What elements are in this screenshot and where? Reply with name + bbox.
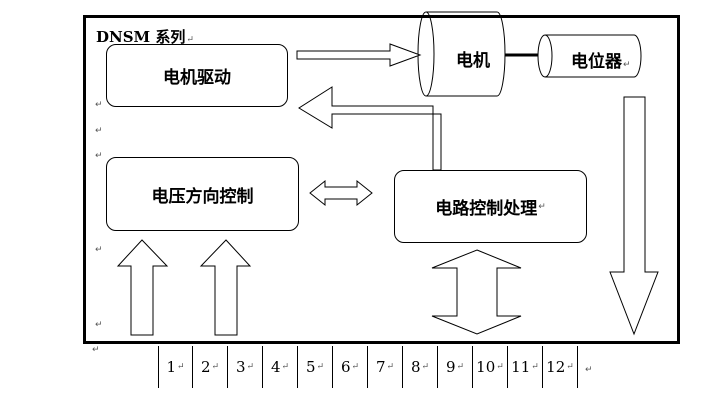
up-arrow-1	[116, 239, 169, 336]
paragraph-mark: ↵	[351, 362, 360, 372]
paragraph-mark: ↵	[95, 151, 103, 161]
pin-number: 5	[305, 358, 316, 376]
motor-label: 电机	[456, 51, 490, 71]
pin-number: 12	[546, 358, 566, 376]
down-arrow-potentiometer	[609, 96, 659, 336]
paragraph-mark: ↵	[531, 362, 539, 372]
paragraph-mark: ↵	[246, 362, 255, 372]
motor-drive-label: 电机驱动	[163, 68, 231, 88]
pin-number: 1	[166, 358, 176, 376]
pin-number: 2	[200, 358, 211, 376]
motor-cylinder	[417, 11, 506, 97]
arrow-control-to-drive	[298, 86, 442, 171]
pin-cell: 5↵	[298, 346, 333, 388]
motor-drive-block: 电机驱动	[106, 44, 288, 107]
pin-cell: 4↵	[263, 346, 298, 388]
paragraph-mark: ↵	[92, 345, 100, 355]
pin-number: 8	[410, 358, 421, 376]
pin-number: 10	[476, 358, 496, 376]
paragraph-mark: ↵	[95, 245, 103, 255]
paragraph-mark: ↵	[456, 362, 465, 372]
paragraph-mark: ↵	[177, 362, 185, 372]
paragraph-mark: ↵	[386, 362, 395, 372]
circuit-control-processing-label: 电路控制处理	[435, 199, 538, 219]
pin-connector-row: 1↵2↵3↵4↵5↵6↵7↵8↵9↵10↵11↵12↵	[158, 346, 578, 388]
paragraph-mark: ↵	[623, 60, 631, 70]
paragraph-mark: ↵	[186, 35, 194, 45]
pin-cell: 8↵	[403, 346, 438, 388]
paragraph-mark: ↵	[496, 362, 504, 372]
pin-number: 6	[340, 358, 351, 376]
paragraph-mark: ↵	[211, 362, 220, 372]
double-arrow-vertical	[431, 249, 522, 335]
pin-number: 11	[511, 358, 531, 376]
pin-cell: 7↵	[368, 346, 403, 388]
pin-cell: 3↵	[228, 346, 263, 388]
pin-number: 9	[445, 358, 456, 376]
paragraph-mark: ↵	[281, 362, 290, 372]
voltage-direction-control-block: 电压方向控制	[106, 157, 299, 231]
paragraph-mark: ↵	[95, 126, 103, 136]
paragraph-mark: ↵	[316, 362, 325, 372]
pin-cell: 1↵	[158, 346, 193, 388]
pin-number: 7	[375, 358, 386, 376]
up-arrow-2	[199, 239, 252, 336]
potentiometer-label: 电位器↵	[571, 52, 631, 72]
paragraph-mark: ↵	[538, 201, 546, 212]
pin-cell: 6↵	[333, 346, 368, 388]
paragraph-mark: ↵	[585, 365, 593, 375]
double-arrow-horizontal	[309, 179, 373, 207]
dnsm-frame	[83, 15, 680, 344]
potentiometer-cylinder	[537, 34, 642, 78]
pin-cell: 11↵	[508, 346, 543, 388]
paragraph-mark: ↵	[95, 320, 103, 330]
circuit-control-processing-block: 电路控制处理↵	[394, 170, 587, 243]
pin-cell: 10↵	[473, 346, 508, 388]
pin-number: 4	[270, 358, 281, 376]
voltage-direction-control-label: 电压方向控制	[151, 186, 254, 207]
pin-number: 3	[235, 358, 246, 376]
pin-cell: 2↵	[193, 346, 228, 388]
pin-cell: 12↵	[543, 346, 578, 388]
pin-cell: 9↵	[438, 346, 473, 388]
paragraph-mark: ↵	[95, 100, 103, 110]
paragraph-mark: ↵	[566, 362, 574, 372]
diagram-title: DNSM 系列↵	[96, 28, 194, 46]
paragraph-mark: ↵	[421, 362, 430, 372]
arrow-drive-to-motor	[296, 43, 422, 67]
